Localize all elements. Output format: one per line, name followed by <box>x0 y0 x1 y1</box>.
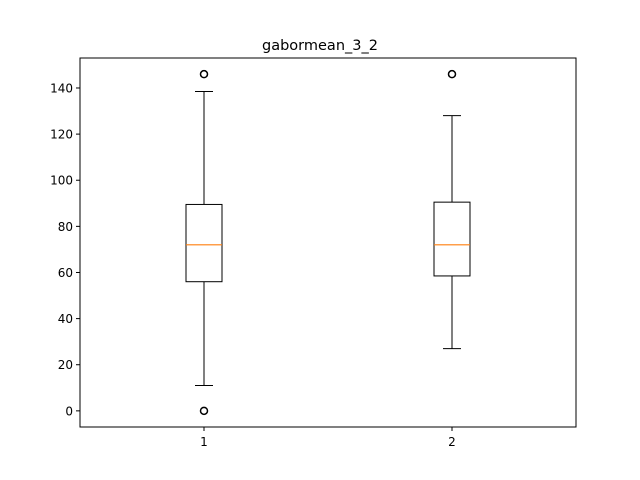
box-body <box>433 201 471 277</box>
y-tick-label: 80 <box>58 220 73 234</box>
y-tick-label: 140 <box>50 81 73 95</box>
outlier-point <box>199 406 209 416</box>
y-tick-label: 20 <box>58 358 73 372</box>
plot-marks: 0 20 40 60 80 100 120 140 1 2 <box>50 69 471 449</box>
chart-title: gabormean_3_2 <box>262 38 378 54</box>
y-tick-label: 120 <box>50 128 73 142</box>
y-tick-label: 0 <box>65 404 73 418</box>
outlier-point <box>199 69 209 79</box>
outlier-point <box>447 69 457 79</box>
y-tick-label: 100 <box>50 174 73 188</box>
x-tick-label: 1 <box>200 435 208 449</box>
y-tick-label: 40 <box>58 312 73 326</box>
box-body <box>185 203 223 283</box>
x-tick-label: 2 <box>448 435 456 449</box>
y-tick-label: 60 <box>58 266 73 280</box>
plot-frame <box>79 57 577 428</box>
